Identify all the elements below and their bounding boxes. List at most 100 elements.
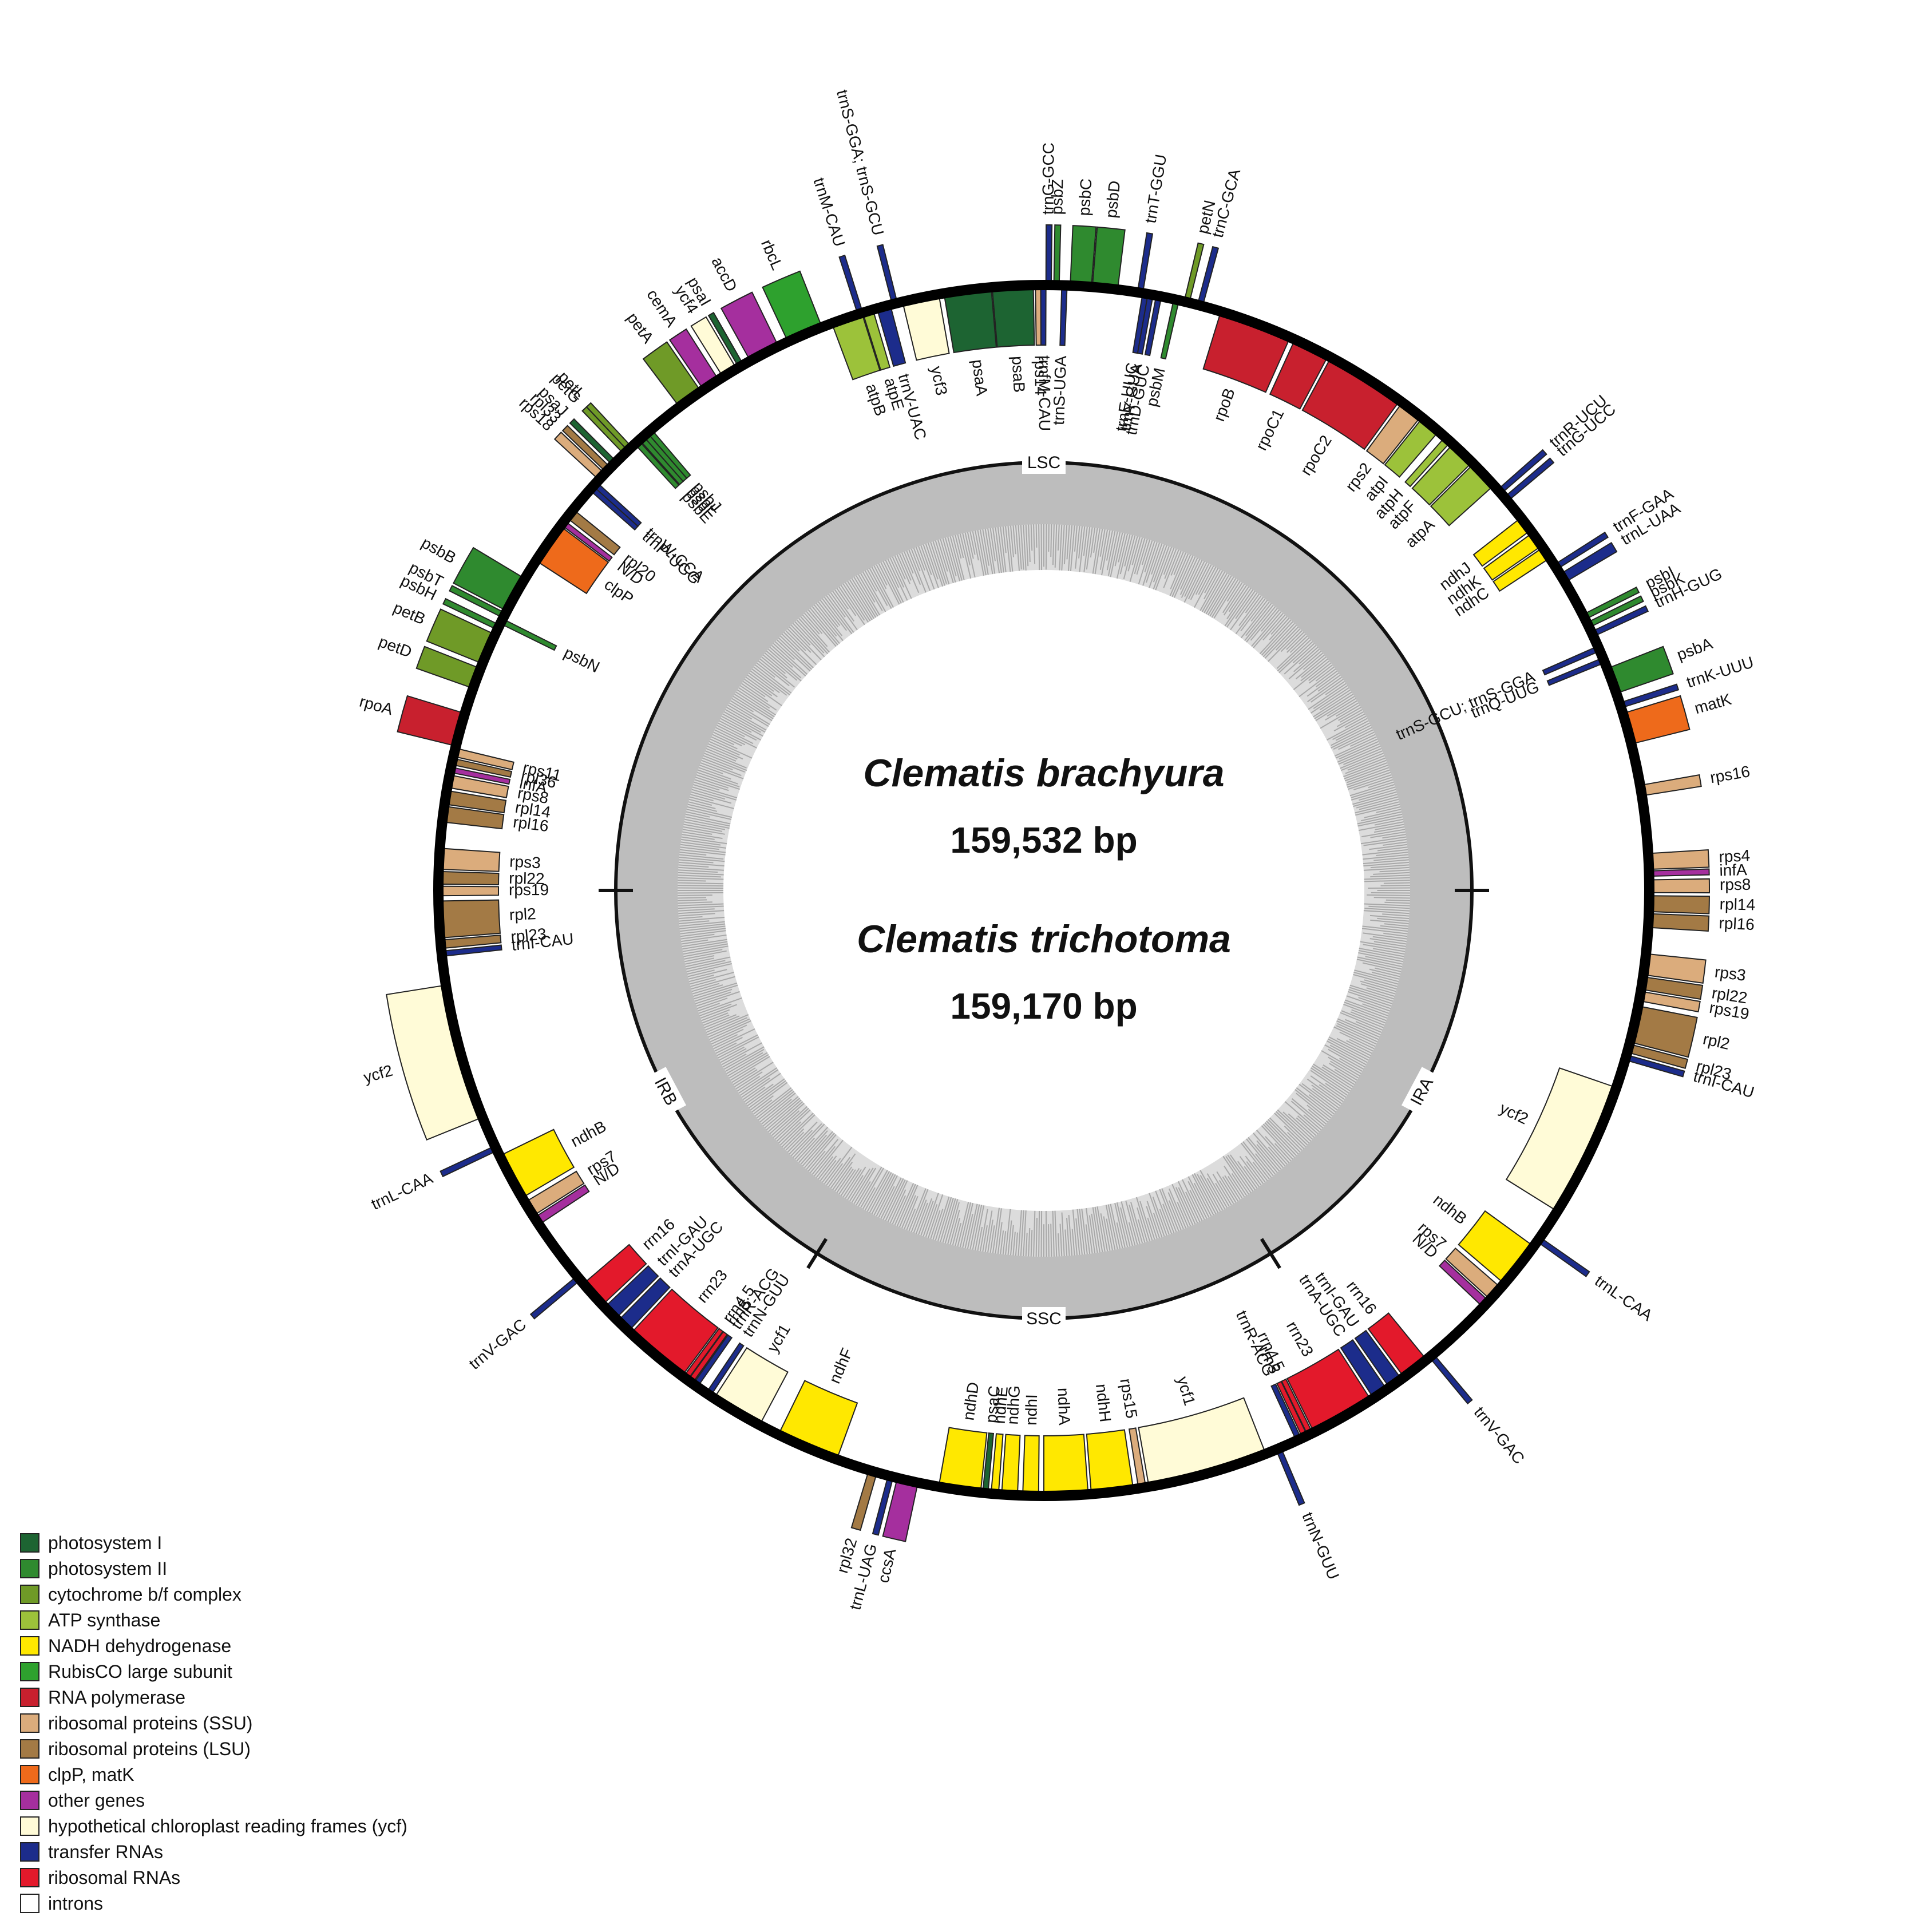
region-label-bg: [1022, 451, 1066, 474]
gene-label: ndhA: [1054, 1387, 1073, 1426]
region-label-bg: [1022, 1307, 1066, 1330]
gene-label: rpoC2: [1297, 432, 1335, 478]
gene-label: rpl23: [510, 925, 547, 945]
genome-backbone: [433, 280, 1654, 1501]
legend-label: cytochrome b/f complex: [48, 1584, 242, 1605]
gene-label: psbC: [1075, 178, 1095, 216]
region-lsc: LSC: [1022, 451, 1066, 474]
gene-trnl-caa: [440, 1145, 498, 1178]
legend-label: introns: [48, 1893, 103, 1914]
region-label: LSC: [1027, 453, 1060, 472]
gene-label: rbcL: [758, 237, 786, 272]
species-1-name: Clematis brachyura: [863, 751, 1224, 795]
gene-label: trnK-UUU: [1684, 653, 1756, 691]
gene-label: psbD: [1102, 180, 1123, 219]
gene-label: accD: [708, 254, 741, 295]
gene-trnl-caa: [1536, 1236, 1590, 1277]
gene-label: psbB: [418, 533, 459, 567]
gene-label: rps3: [509, 852, 541, 872]
gene-label: rps14: [1031, 355, 1050, 395]
gene-label: trnT-GGU: [1141, 153, 1170, 224]
gene-rpl16: [1647, 913, 1710, 932]
legend-label: photosystem II: [48, 1558, 167, 1579]
gene-trnp-ugg: [588, 485, 639, 531]
gene-label: petD: [377, 632, 414, 661]
gene-label: ycf2: [1497, 1099, 1531, 1128]
legend-label: ribosomal RNAs: [48, 1867, 180, 1888]
gene-label: rpoB: [1210, 386, 1238, 423]
gene-label: rrn23: [1283, 1318, 1317, 1359]
gene-label: ndhB: [1430, 1191, 1471, 1228]
gene-ndhi: [1022, 1435, 1040, 1496]
gene-label: psbZ: [1048, 179, 1066, 215]
gene-rpl2: [438, 899, 501, 939]
legend-swatch: [20, 1713, 39, 1733]
gene-label: rps4: [1719, 846, 1751, 866]
legend-label: RNA polymerase: [48, 1687, 185, 1708]
gene-label: rpl14: [1719, 895, 1755, 913]
gc-content-ring: [616, 462, 1472, 1319]
legend-label: ATP synthase: [48, 1610, 160, 1630]
gene-label: ndhI: [1022, 1394, 1040, 1426]
gene-rpl14: [1648, 895, 1710, 914]
legend-label: clpP, matK: [48, 1764, 134, 1785]
gene-label: infA: [1719, 861, 1747, 879]
gene-label: ndhF: [825, 1345, 856, 1386]
gene-label: matK: [1692, 690, 1733, 717]
legend-swatch: [20, 1688, 39, 1707]
gene-rps16: [1639, 774, 1702, 797]
center-title: Clematis brachyura 159,532 bp Clematis t…: [857, 751, 1231, 1027]
gene-trnv-gac: [1428, 1353, 1473, 1405]
gene-trnm-cau: [838, 254, 864, 315]
gene-rpl22: [438, 870, 500, 886]
gene-label: trnG-GCC: [1039, 142, 1058, 215]
gene-rps4: [1647, 849, 1710, 870]
gene-label: trnL-CAA: [369, 1169, 436, 1213]
gene-label: trnN-GUU: [1299, 1510, 1343, 1582]
gene-rpl32: [850, 1469, 878, 1531]
center-disc: [723, 570, 1364, 1211]
gene-ndhg: [1001, 1434, 1021, 1496]
legend-swatch: [20, 1868, 39, 1887]
legend-swatch: [20, 1816, 39, 1836]
gene-label: rps16: [1709, 762, 1751, 786]
gene-label: rrn23: [693, 1266, 731, 1306]
gene-trns-uga: [1059, 284, 1068, 346]
legend-label: other genes: [48, 1790, 145, 1811]
gene-label: psaA: [969, 358, 991, 397]
region-label-bg: [646, 1067, 687, 1117]
gene-trng-gcc: [1045, 224, 1053, 286]
species-1-size: 159,532 bp: [950, 819, 1137, 861]
gene-label: trnS-GGA; trnS-GCU: [833, 88, 887, 237]
legend-swatch: [20, 1894, 39, 1913]
gene-label: trnfM-CAU: [1036, 355, 1054, 431]
legend-swatch: [20, 1739, 39, 1759]
gene-label: ycf2: [362, 1062, 395, 1087]
gene-label: psaC: [982, 1385, 1003, 1424]
gene-rps3: [438, 848, 501, 872]
gene-psbd: [1091, 226, 1126, 291]
gene-label: ndhG: [1003, 1385, 1023, 1425]
gene-rps8: [1648, 878, 1710, 894]
legend-swatch: [20, 1791, 39, 1810]
gene-label: trnS-UGA: [1050, 355, 1070, 426]
gene-label: ndhH: [1092, 1383, 1114, 1423]
gene-label: ycf1: [763, 1321, 794, 1355]
gene-ndha: [1043, 1434, 1089, 1497]
gene-trns-gga-trns-gcu: [876, 244, 898, 305]
gene-label: rps8: [1720, 876, 1751, 893]
legend-swatch: [20, 1636, 39, 1656]
gene-trnq-uug: [1546, 657, 1606, 686]
gene-label: rpl2: [509, 905, 536, 924]
gene-psbm: [1160, 298, 1180, 360]
boundary-tick: [806, 1238, 828, 1269]
gene-label: trnM-CAU: [810, 176, 848, 249]
gene-label: rps15: [1117, 1377, 1141, 1420]
gene-ycf1: [713, 1347, 789, 1426]
gene-label: rpl16: [1719, 914, 1755, 933]
species-2-size: 159,170 bp: [950, 985, 1137, 1027]
gene-infa: [1648, 868, 1710, 877]
gene-label: ndhB: [568, 1117, 609, 1150]
